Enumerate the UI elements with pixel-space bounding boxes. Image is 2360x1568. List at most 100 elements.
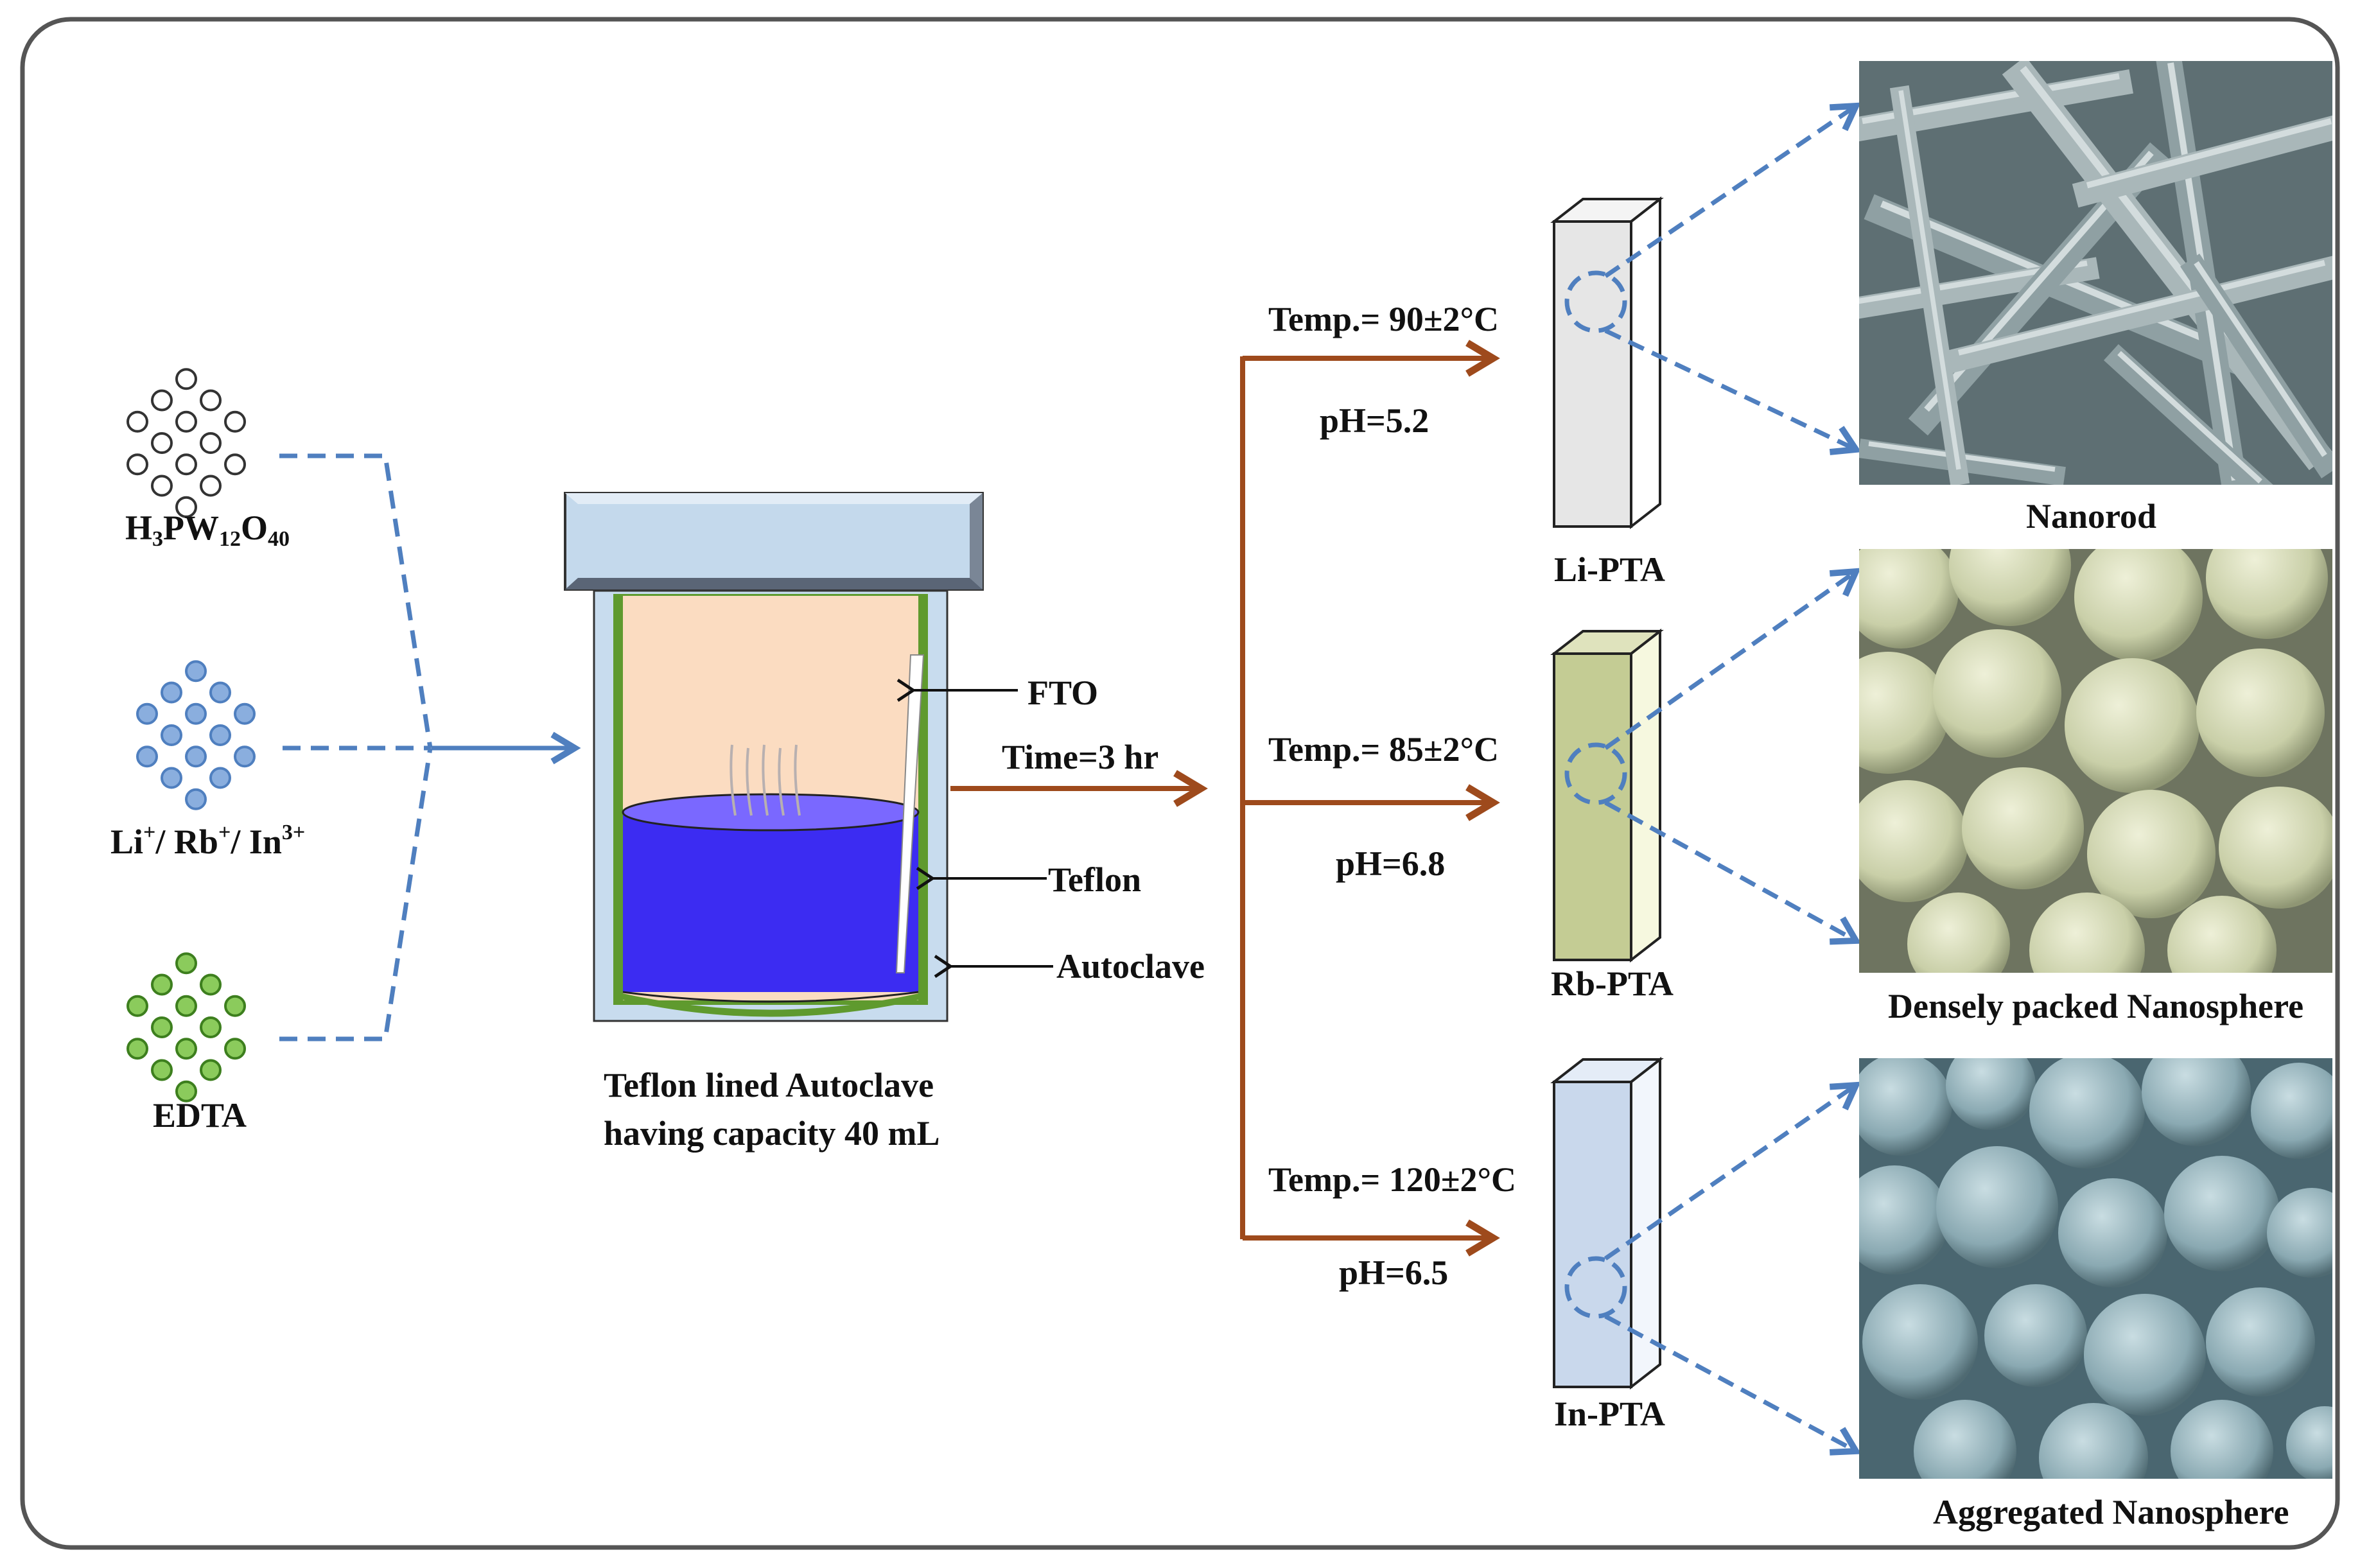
aggregate-particle bbox=[2142, 1058, 2251, 1146]
sem-image-aggregated bbox=[1859, 1058, 2332, 1479]
sem-image-densely-packed bbox=[1859, 549, 2332, 973]
nanosphere bbox=[1859, 652, 1949, 774]
particle bbox=[209, 681, 231, 704]
nanosphere bbox=[2167, 896, 2277, 973]
nanosphere bbox=[1933, 629, 2061, 758]
aggregate-particle bbox=[1946, 1058, 2036, 1130]
sample-label-in: In-PTA bbox=[1554, 1395, 1666, 1433]
aggregate-particle bbox=[1914, 1400, 2016, 1479]
particle bbox=[209, 724, 231, 746]
particle bbox=[175, 410, 197, 433]
particle bbox=[200, 973, 222, 996]
temp-label-3: Temp.= 120±2°C bbox=[1268, 1160, 1517, 1199]
particle bbox=[200, 1016, 222, 1038]
aggregate-particle bbox=[1862, 1284, 1978, 1400]
aggregate-particle bbox=[2171, 1400, 2273, 1479]
aggregate-particle bbox=[2039, 1403, 2148, 1479]
nanorod bbox=[2103, 344, 2273, 485]
fto-label: FTO bbox=[1027, 674, 1099, 712]
particle bbox=[175, 952, 197, 975]
edta-particles bbox=[127, 952, 246, 1102]
particle bbox=[151, 389, 173, 412]
edta-label: EDTA bbox=[153, 1096, 247, 1135]
ph-label-3: pH=6.5 bbox=[1339, 1253, 1449, 1292]
particle bbox=[161, 767, 182, 789]
aggregate-particle bbox=[2206, 1287, 2315, 1397]
particle bbox=[136, 745, 158, 768]
particle bbox=[127, 995, 148, 1017]
autoclave-label: Autoclave bbox=[1056, 947, 1205, 986]
aggregate-particle bbox=[2058, 1178, 2167, 1287]
particle bbox=[127, 1038, 148, 1060]
particle bbox=[151, 1016, 173, 1038]
pta-particles bbox=[127, 368, 246, 518]
pta-formula-label: H3PW12O40 bbox=[125, 509, 290, 551]
nanosphere bbox=[1859, 780, 1968, 902]
ion-label: Li+/ Rb+/ In3+ bbox=[110, 821, 306, 861]
particle bbox=[151, 973, 173, 996]
nanosphere bbox=[1907, 893, 2010, 973]
particle bbox=[200, 389, 222, 412]
particle bbox=[234, 745, 256, 768]
particle bbox=[200, 1059, 222, 1081]
autoclave-vessel bbox=[564, 492, 984, 1022]
particle bbox=[161, 724, 182, 746]
morphology-label-1: Nanorod bbox=[2026, 497, 2157, 536]
nanorod bbox=[1945, 256, 2332, 374]
slide-li-pta bbox=[1550, 196, 1664, 530]
particle bbox=[151, 1059, 173, 1081]
aggregate-particle bbox=[2286, 1406, 2332, 1479]
aggregate-particle bbox=[2267, 1188, 2332, 1278]
particle bbox=[185, 660, 207, 683]
particle bbox=[185, 745, 207, 768]
sem-image-nanorod bbox=[1859, 61, 2332, 485]
sample-label-li: Li-PTA bbox=[1554, 550, 1665, 589]
particle bbox=[175, 995, 197, 1017]
nanosphere bbox=[2074, 549, 2203, 661]
aggregate-particle bbox=[1859, 1058, 1952, 1156]
temp-label-1: Temp.= 90±2°C bbox=[1268, 300, 1499, 338]
particle bbox=[175, 1038, 197, 1060]
particle bbox=[224, 453, 246, 476]
particle bbox=[234, 702, 256, 725]
particle bbox=[175, 496, 197, 518]
nanosphere bbox=[1859, 549, 1959, 649]
particle bbox=[151, 432, 173, 454]
particle bbox=[175, 453, 197, 476]
nanosphere bbox=[1949, 549, 2071, 626]
particle bbox=[224, 410, 246, 433]
autoclave-caption-line2: having capacity 40 mL bbox=[604, 1114, 940, 1153]
zoom-indicators bbox=[1564, 102, 1862, 1456]
nanosphere bbox=[2065, 658, 2199, 793]
particle bbox=[200, 475, 222, 497]
nanosphere bbox=[1962, 767, 2084, 889]
morphology-label-2: Densely packed Nanosphere bbox=[1888, 987, 2304, 1025]
autoclave-caption-line1: Teflon lined Autoclave bbox=[604, 1066, 934, 1104]
particle bbox=[161, 681, 182, 704]
particle bbox=[127, 410, 148, 433]
particle bbox=[185, 702, 207, 725]
branch-arrows bbox=[950, 340, 1500, 1257]
teflon-label: Teflon bbox=[1048, 860, 1142, 899]
reagent-connector bbox=[279, 453, 433, 1041]
morphology-label-3: Aggregated Nanosphere bbox=[1933, 1493, 2289, 1531]
ion-particles bbox=[136, 660, 256, 810]
particle bbox=[209, 767, 231, 789]
time-label: Time=3 hr bbox=[1002, 738, 1159, 776]
nanosphere bbox=[2206, 549, 2328, 639]
particle bbox=[185, 788, 207, 810]
particle bbox=[224, 995, 246, 1017]
particle bbox=[136, 702, 158, 725]
sample-label-rb: Rb-PTA bbox=[1551, 964, 1674, 1003]
particle bbox=[200, 432, 222, 454]
nanosphere bbox=[2219, 787, 2332, 909]
particle bbox=[127, 453, 148, 476]
aggregate-particle bbox=[2084, 1294, 2206, 1416]
ph-label-1: pH=5.2 bbox=[1320, 401, 1429, 440]
slide-rb-pta bbox=[1550, 628, 1664, 963]
aggregate-particle bbox=[1859, 1165, 1949, 1275]
aggregate-particle bbox=[2251, 1063, 2332, 1159]
nanorod bbox=[2072, 115, 2332, 208]
particle bbox=[175, 368, 197, 390]
